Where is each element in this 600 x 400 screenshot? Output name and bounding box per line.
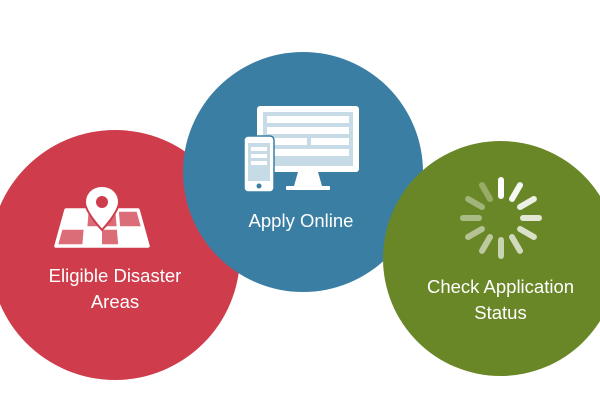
- status-label-line1: Check Application: [426, 276, 575, 297]
- spinner-spoke: [465, 226, 485, 240]
- devices-icon: [243, 106, 359, 193]
- spinner-spoke: [479, 234, 493, 254]
- apply-online-label: Apply Online: [186, 208, 416, 234]
- eligible-label-line1: Eligible Disaster: [48, 265, 182, 286]
- spinner-spoke: [465, 196, 485, 210]
- spinner-spoke: [517, 226, 537, 240]
- apply-label-line1: Apply Online: [248, 210, 354, 231]
- spinner-spoke: [509, 182, 523, 202]
- map-pin-icon: [54, 184, 150, 248]
- eligible-label-line2: Areas: [90, 291, 140, 312]
- spinner-spoke: [509, 234, 523, 254]
- check-application-status-label: Check Application Status: [388, 274, 600, 326]
- spinner-spoke: [479, 182, 493, 202]
- loading-spinner-icon: [460, 177, 542, 259]
- eligible-disaster-areas-label: Eligible Disaster Areas: [0, 263, 230, 315]
- check-application-status-button[interactable]: [383, 141, 600, 376]
- spinner-spoke: [517, 196, 537, 210]
- status-label-line2: Status: [474, 302, 527, 323]
